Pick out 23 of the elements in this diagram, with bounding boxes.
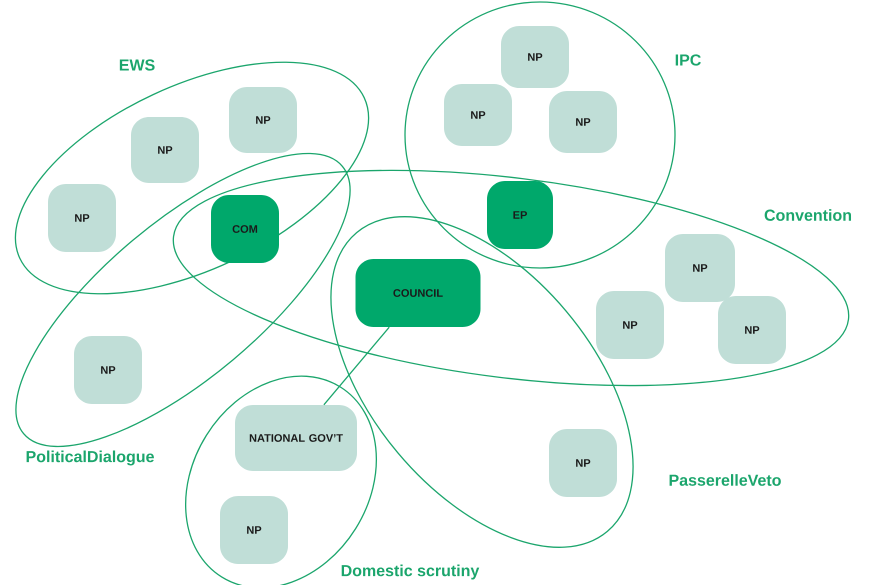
actor-box: NP xyxy=(665,234,735,302)
group-label: EWS xyxy=(120,59,155,71)
connector-line xyxy=(323,326,390,406)
group-label: Domestic scrutiny xyxy=(342,564,480,580)
actor-box: NP xyxy=(74,336,142,404)
actor-box: NP xyxy=(229,86,297,153)
actor-box: NP xyxy=(596,291,664,359)
actor-box: EP xyxy=(487,180,553,249)
actor-box: NATIONAL GOV’T xyxy=(235,404,357,471)
actor-box: NP xyxy=(501,26,569,88)
actor-box: NP xyxy=(131,116,199,183)
actor-box: NP xyxy=(48,184,116,252)
group-label: Convention xyxy=(764,209,851,221)
actor-box: COM xyxy=(211,194,279,263)
actor-box: NP xyxy=(444,84,512,146)
actor-box: COUNCIL xyxy=(356,258,480,327)
group-label: PoliticalDialogue xyxy=(26,450,154,466)
group-label: IPC xyxy=(676,54,701,66)
actor-box: NP xyxy=(220,496,288,564)
actor-box: NP xyxy=(718,296,786,364)
group-label: PasserelleVeto xyxy=(670,474,781,486)
actor-box: NP xyxy=(549,428,617,497)
actor-box: NP xyxy=(549,90,617,153)
